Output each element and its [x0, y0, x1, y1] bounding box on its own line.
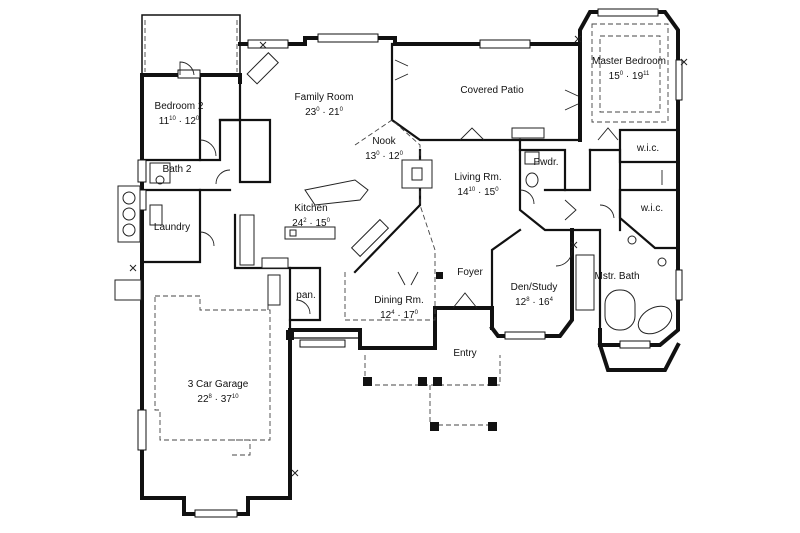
- fixtures: [114, 52, 673, 335]
- room-wic-2: w.i.c.: [640, 203, 664, 214]
- room-foyer: Foyer: [457, 267, 483, 278]
- room-bedroom-2: Bedroom 2 1110 · 120: [154, 101, 204, 127]
- room-dining: Dining Rm. 124 · 170: [374, 295, 424, 321]
- exterior-walls: [140, 10, 681, 516]
- room-living: Living Rm. 1410 · 150: [454, 172, 502, 198]
- room-family-room: Family Room 230 · 210: [294, 92, 354, 118]
- room-mstr-bath: Mstr. Bath: [594, 271, 640, 282]
- room-laundry: Laundry: [153, 222, 191, 233]
- room-entry: Entry: [453, 348, 477, 359]
- doors: [119, 59, 663, 315]
- entry-columns: [286, 330, 497, 431]
- room-3-car-garage: 3 Car Garage 228 · 3710: [187, 379, 249, 405]
- room-bath-2: Bath 2: [162, 164, 192, 175]
- windows: [137, 8, 683, 518]
- room-covered-patio: Covered Patio: [460, 85, 524, 96]
- room-pantry: pan.: [296, 290, 316, 301]
- room-master-bedroom: Master Bedroom 150 · 1911: [592, 56, 666, 82]
- interior-walls: [140, 42, 680, 339]
- room-den-study: Den/Study 128 · 164: [510, 282, 558, 308]
- room-nook: Nook 130 · 120: [365, 136, 403, 162]
- markers: [129, 35, 688, 477]
- room-kitchen: Kitchen 242 · 150: [292, 203, 330, 229]
- room-pwdr: Pwdr.: [533, 157, 559, 168]
- room-wic-1: w.i.c.: [636, 143, 660, 154]
